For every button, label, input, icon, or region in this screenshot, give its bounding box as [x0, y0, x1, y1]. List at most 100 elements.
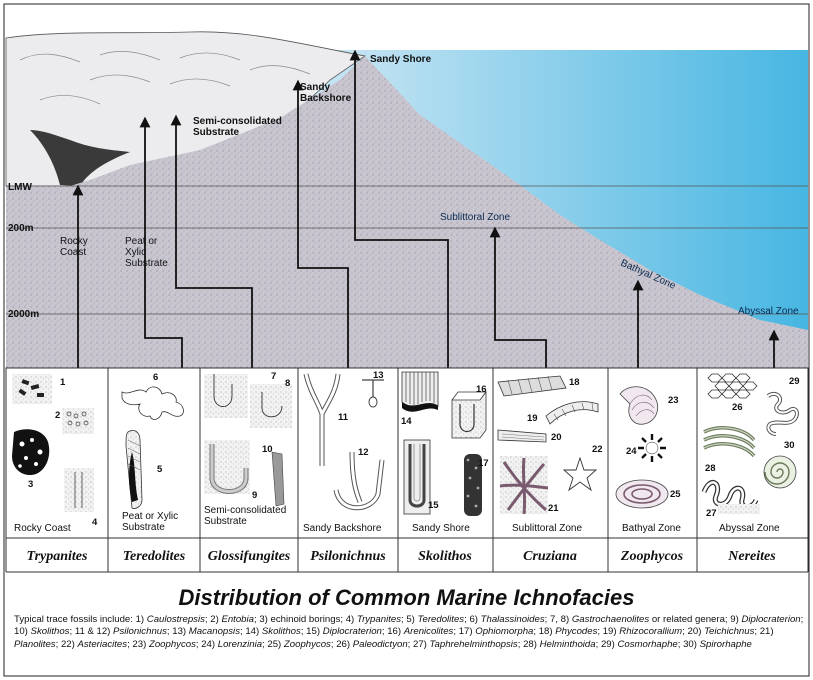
label-abyssal: Abyssal Zone [738, 306, 799, 317]
panel-sandy-backshore: 11 12 13 Sandy Backshore [303, 370, 385, 534]
fossil-number-16: 16 [476, 384, 487, 395]
fossil-4-sketch [64, 468, 94, 512]
text-line: Peat or Xylic [122, 511, 178, 522]
fossil-number-23: 23 [668, 395, 679, 406]
label-sublittoral: Sublittoral Zone [440, 212, 510, 223]
diagram-title: Distribution of Common Marine Ichnofacie… [178, 585, 635, 610]
panel-label-abyssal: Abyssal Zone [719, 523, 780, 534]
genus-name: Caulostrepsis [146, 614, 205, 625]
caption-text: or related genera; 9) [649, 614, 742, 625]
genus-name: Skolithos [30, 626, 70, 638]
genus-name: Psilonichnus [113, 626, 167, 638]
caption-text: ; 20) [682, 626, 705, 638]
facies-zoophycos: Zoophycos [620, 549, 684, 564]
fossil-18-sketch [497, 375, 567, 397]
fossil-26-sketch [702, 372, 758, 400]
genus-name: Paleodictyon [352, 638, 408, 650]
caption-text: ; 6) [464, 614, 481, 625]
fossil-22-sketch [562, 456, 598, 492]
caption-text: ; 18) [533, 626, 556, 638]
caption-text: ; 14) [240, 626, 262, 638]
fossil-2-sketch [62, 408, 94, 434]
fossil-3-sketch [12, 429, 50, 476]
genus-name: Diplocraterion [741, 614, 801, 625]
fossil-1-sketch [12, 374, 52, 404]
caption-text: ; 29) [595, 638, 618, 650]
facies-psilonichnus: Psilonichnus [310, 549, 386, 564]
caption-text: ; 11 & 12) [69, 626, 114, 638]
panel-label-bathyal: Bathyal Zone [622, 523, 681, 534]
fossil-9-sketch [204, 440, 250, 494]
genus-name: Teichichnus [704, 626, 755, 638]
label-sandy-shore: Sandy Shore [370, 54, 432, 65]
text-line: Rocky [60, 236, 88, 247]
fossil-number-5: 5 [157, 464, 163, 475]
fossil-25-sketch [615, 479, 669, 509]
fossil-number-20: 20 [551, 432, 562, 443]
panel-label-sandy-backshore: Sandy Backshore [303, 523, 382, 534]
arrow-peat [139, 116, 183, 368]
caption-text: ; 21) [754, 626, 774, 638]
arrow-sublittoral [489, 226, 547, 368]
caption-text: ; 2) [204, 614, 222, 625]
genus-name: Macanopsis [188, 626, 240, 638]
text-line: Substrate [125, 258, 168, 269]
fossil-number-10: 10 [262, 444, 273, 455]
caption: Typical trace fossils include: 1) Caulos… [14, 614, 804, 651]
caption-text: ; 10) [14, 614, 804, 638]
caption-text: ; 27) [407, 638, 430, 650]
caption-text: ; 30) [677, 638, 700, 650]
panel-bathyal: 23 24 25 Bathyal Zone [615, 386, 681, 534]
panel-rocky-coast: 1 2 3 4 Rocky Coast [12, 374, 98, 534]
arrow-sandy-shore [349, 49, 449, 368]
caption-text: ; 25) [262, 638, 284, 650]
caption-text: ; 17) [453, 626, 476, 638]
panel-dividers [5, 368, 809, 573]
fossil-5-sketch [125, 430, 143, 509]
genus-name: Diplocraterion [322, 626, 382, 638]
fossil-number-2: 2 [55, 410, 60, 421]
fossil-12-sketch [333, 451, 385, 511]
genus-name: Gastrochaenolites [571, 614, 650, 625]
caption-text: ; 5) [401, 614, 418, 625]
lmw-label: LMW [8, 182, 32, 193]
fossil-number-27: 27 [706, 508, 717, 519]
arrow-semi-consolidated [170, 114, 253, 368]
depth-2000-label: 2000m [8, 309, 39, 320]
fossil-30-sketch [763, 455, 797, 489]
genus-name: Planolites [14, 638, 56, 650]
fossil-number-14: 14 [401, 416, 412, 427]
fossil-19-sketch [545, 401, 599, 425]
fossil-number-18: 18 [569, 377, 580, 388]
panel-label-rocky-coast: Rocky Coast [14, 523, 71, 534]
fossil-number-13: 13 [373, 370, 384, 381]
fossil-number-7: 7 [271, 371, 276, 382]
genus-name: Teredolites [417, 614, 465, 625]
fossil-15-sketch [403, 439, 431, 515]
depth-200-label: 200m [8, 223, 34, 234]
fossil-20-sketch [497, 429, 547, 443]
panel-sublittoral: 18 19 20 21 22 Sublittoral Zone [497, 375, 603, 534]
fossil-23-sketch [619, 386, 658, 425]
facies-nereites: Nereites [727, 549, 776, 564]
genus-name: Asteriacites [77, 638, 128, 650]
fossil-24-sketch [638, 434, 666, 462]
genus-name: Taphrehelminthopsis [429, 638, 518, 650]
caption-text: ; 26) [330, 638, 353, 650]
fossil-number-3: 3 [28, 479, 33, 490]
caption-text: ; 28) [517, 638, 540, 650]
fossil-14-sketch [401, 371, 439, 412]
fossil-number-19: 19 [527, 413, 538, 424]
genus-name: Zoophycos [148, 638, 196, 650]
fossil-16-sketch [451, 390, 487, 439]
text-line: Substrate [204, 516, 247, 527]
caption-text: ; 22) [55, 638, 78, 650]
caption-text: Typical trace fossils include: 1) [14, 614, 147, 625]
text-line: Semi-consolidated [204, 505, 286, 516]
fossil-number-4: 4 [92, 517, 98, 528]
outer-frame [3, 3, 810, 677]
